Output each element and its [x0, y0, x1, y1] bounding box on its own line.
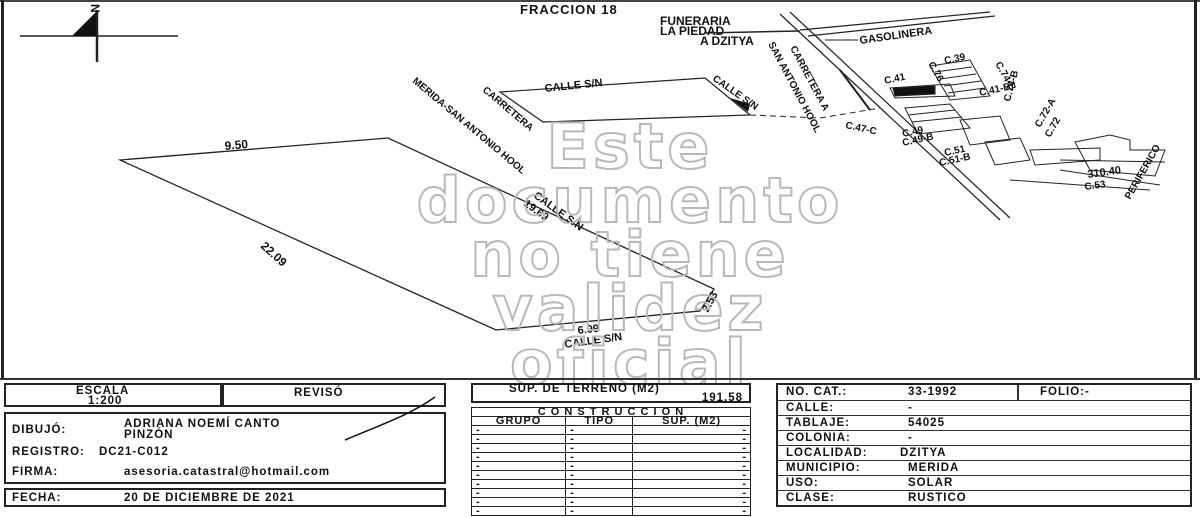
distance-310-label: 310.40: [1087, 164, 1122, 181]
table-row: ---: [470, 506, 751, 517]
north-arrow-icon: N: [20, 4, 178, 62]
side-top-label: 9.50: [224, 137, 249, 153]
side-corner-length-label: 2.53: [700, 290, 721, 315]
street-labels: C.39 C.76 C.41 C.74-B C.41-B C.47-C C.49…: [844, 52, 1106, 193]
table-row: ---: [470, 479, 751, 490]
table-row: ---: [470, 488, 751, 499]
svg-text:C.39: C.39: [943, 52, 966, 67]
escala-box: ESCALA 1:200: [4, 383, 222, 407]
table-row: ---: [470, 461, 751, 472]
map-bottom-border: [0, 378, 1200, 380]
table-row: ---: [470, 452, 751, 463]
frame-left-border: [1, 0, 4, 380]
calle-sn-right-label: CALLE S/N: [710, 73, 760, 112]
construccion-table: C O N S T R U C C I O N GRUPO TIPO SUP. …: [470, 407, 751, 517]
catastro-box: NO. CAT.: 33-1992 FOLIO:- CALLE: - TABLA…: [776, 383, 1192, 507]
table-row: ---: [470, 443, 751, 454]
la-piedad-label: LA PIEDAD: [660, 24, 725, 38]
urban-blocks: [839, 59, 1166, 191]
reviso-box: REVISÓ: [222, 383, 446, 407]
svg-text:C.51: C.51: [943, 144, 966, 159]
fecha-box: FECHA: 20 DE DICIEMBRE DE 2021: [4, 488, 446, 507]
superficie-value: 191.58: [701, 392, 743, 404]
north-label: N: [88, 4, 102, 13]
table-row: ---: [470, 434, 751, 445]
side-bottom-length-label: 6.99: [577, 323, 600, 337]
calle-sn-top-label: CALLE S/N: [544, 77, 603, 95]
svg-text:C.53: C.53: [1084, 179, 1107, 193]
svg-text:C.41: C.41: [883, 72, 906, 87]
map-title: FRACCION 18: [520, 2, 618, 17]
dibujo-box: DIBUJÓ: ADRIANA NOEMÍ CANTO PINZÓN REGIS…: [4, 412, 446, 484]
periferico-label: PERIFERICO: [1123, 143, 1163, 202]
frame-top-border: [0, 0, 1200, 2]
cadastral-map: N FRACCION 18 FUNERARIA LA PIEDAD A DZIT…: [20, 2, 1166, 351]
carretera-label: CARRETERA: [480, 85, 535, 134]
no-cat-value: 33-1992: [908, 386, 958, 398]
svg-text:C.49: C.49: [901, 125, 924, 140]
signature-mark: [344, 396, 436, 441]
side-left-length-label: 22.09: [258, 239, 290, 270]
table-row: ---: [470, 470, 751, 481]
table-row: ---: [470, 497, 751, 508]
superficie-box: SUP. DE TERRENO (M2) 191.58: [471, 383, 751, 404]
frame-right-border: [1194, 0, 1197, 380]
svg-text:C.47-C: C.47-C: [844, 120, 877, 137]
a-dzitya-label: A DZITYA: [700, 34, 754, 48]
parcel-outline: [117, 137, 715, 331]
side-bottom-street-label: CALLE S/N: [564, 331, 623, 351]
gasolinera-label: GASOLINERA: [859, 25, 933, 47]
funeraria-label: FUNERARIA: [660, 14, 731, 28]
